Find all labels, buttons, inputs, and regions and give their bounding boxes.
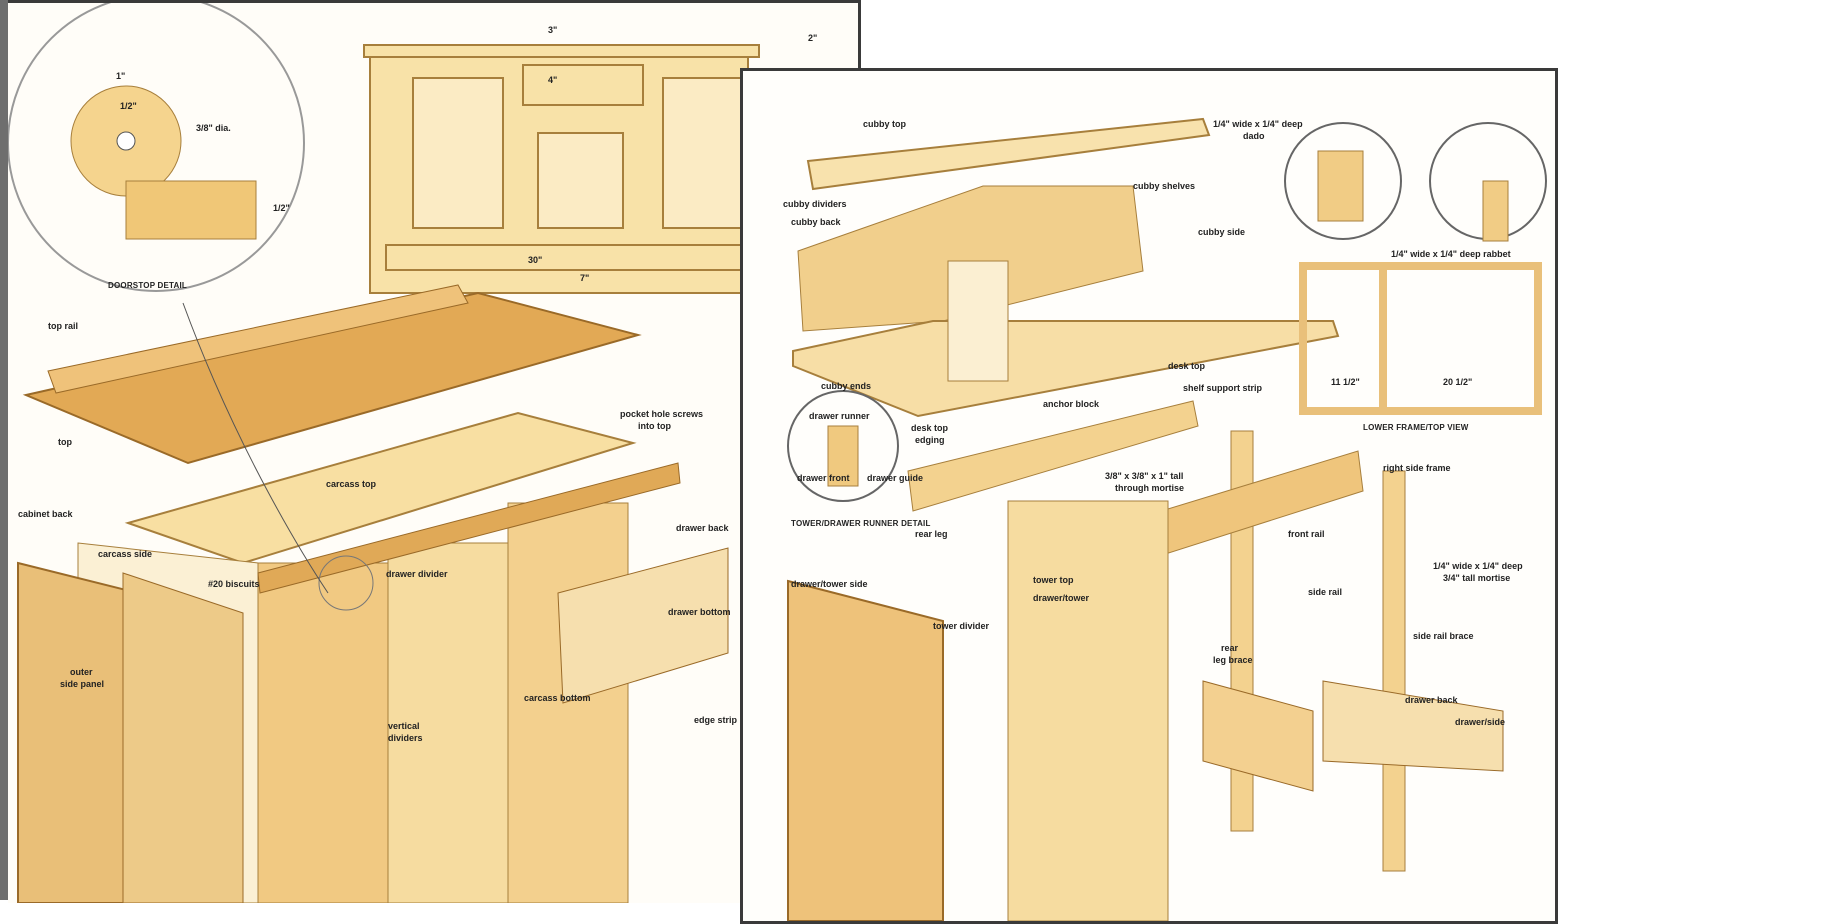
anchor-block <box>907 400 1199 512</box>
label-drawer-back: drawer back <box>676 523 729 533</box>
doorstop-detail <box>8 3 305 292</box>
label-biscuits: #20 biscuits <box>208 579 260 589</box>
outer-side-panel <box>17 561 150 903</box>
label-carcass-bottom: carcass bottom <box>524 693 591 703</box>
label-side-brace: side rail brace <box>1413 631 1474 641</box>
front-leg <box>1382 470 1406 872</box>
cubby-top <box>806 117 1211 191</box>
desk-exploded-drawing <box>787 117 1547 921</box>
left-edge-strip <box>0 0 8 900</box>
label-drawer-guide: drawer guide <box>867 473 924 483</box>
label-cubby-dividers: cubby dividers <box>783 199 847 209</box>
label-cross-leg: tower divider <box>933 621 990 631</box>
doorstop-detail-title: DOORSTOP DETAIL <box>108 281 188 290</box>
drawer-side-panel <box>787 579 944 921</box>
label-dim-1: 11 1/2" <box>1331 377 1360 387</box>
label-drawer-bottom: drawer bottom <box>668 607 731 617</box>
label-dado-1b: dado <box>1243 131 1265 141</box>
label-dim-2: 20 1/2" <box>1443 377 1473 387</box>
label-vertical-dividers-2: dividers <box>388 733 423 743</box>
dim-label: 7" <box>580 273 590 283</box>
label-anchor-block: anchor block <box>1043 399 1100 409</box>
lower-frame-top-view <box>1299 262 1542 415</box>
label-top-rail: top rail <box>48 321 79 331</box>
label-right-side-frame: right side frame <box>1383 463 1451 473</box>
carcass-top <box>124 411 637 565</box>
label-dado-1: 1/4" wide x 1/4" deep <box>1213 119 1303 129</box>
left-plan-sheet: DOORSTOP DETAIL 3" 2" 4" 30" 7" 3/8" dia… <box>8 0 861 903</box>
front-elevation <box>363 44 760 294</box>
label-drawer-divider: drawer divider <box>386 569 448 579</box>
label-drawer-runner: drawer runner <box>809 411 870 421</box>
label-carcass-top: carcass top <box>326 479 377 489</box>
label-dado-2: 1/4" wide x 1/4" deep rabbet <box>1391 249 1511 259</box>
cabinet-exploded-drawing <box>8 3 760 903</box>
label-side-rail: side rail <box>1308 587 1343 597</box>
dim-label: 3" <box>548 25 558 35</box>
label-top: top <box>58 437 72 447</box>
label-desk-top-edging-2: edging <box>915 435 945 445</box>
label-front-rail: front rail <box>1288 529 1325 539</box>
label-desk-top: desk top <box>1168 361 1206 371</box>
label-dado-3: 1/4" wide x 1/4" deep <box>1433 561 1523 571</box>
label-mortise: 3/8" x 3/8" x 1" tall <box>1105 471 1184 481</box>
dim-label: 1/2" <box>273 203 290 213</box>
label-lower-frame: LOWER FRAME/TOP VIEW <box>1363 423 1469 432</box>
drawer <box>557 547 729 704</box>
label-pocket-holes-2: into top <box>638 421 671 431</box>
label-drawer-tower-side: drawer/tower side <box>791 579 868 589</box>
label-runner-detail: TOWER/DRAWER RUNNER DETAIL <box>791 519 931 528</box>
carcass-side <box>122 572 244 903</box>
label-mortise-2: through mortise <box>1115 483 1184 493</box>
label-drawer-back: drawer back <box>1405 695 1458 705</box>
cubby-back <box>797 185 1144 332</box>
label-carcass-side: carcass side <box>98 549 153 559</box>
label-cubby-ends: cubby ends <box>821 381 872 391</box>
label-cubby-top: cubby top <box>863 119 906 129</box>
label-rear-leg: rear leg <box>915 529 948 539</box>
label-rear-leg-brace-2: leg brace <box>1213 655 1253 665</box>
label-cabinet-back: cabinet back <box>18 509 73 519</box>
label-pocket-holes: pocket hole screws <box>620 409 704 419</box>
label-drawer-sides: drawer/side <box>1455 717 1506 727</box>
label-shelf-support: shelf support strip <box>1183 383 1263 393</box>
dim-label: 1" <box>116 71 126 81</box>
label-desk-top-edging: desk top <box>911 423 949 433</box>
desk-top <box>792 320 1340 418</box>
label-cubby-shelves: cubby shelves <box>1133 181 1196 191</box>
dim-label: 4" <box>548 75 558 85</box>
dim-label: 3/8" dia. <box>196 123 231 133</box>
label-tower-top: tower top <box>1033 575 1074 585</box>
tower-side <box>1007 500 1169 921</box>
label-outer-side-panel-2: side panel <box>60 679 105 689</box>
dim-label: 30" <box>528 255 543 265</box>
label-outer-side-panel: outer <box>70 667 93 677</box>
label-cubby-side: cubby side <box>1198 227 1246 237</box>
label-edge-strip: edge strip <box>694 715 738 725</box>
label-rear-leg-brace: rear <box>1221 643 1239 653</box>
label-cubby-back: cubby back <box>791 217 841 227</box>
dim-label: 2" <box>808 33 818 43</box>
label-vertical-dividers: vertical <box>388 721 420 731</box>
label-tower-divider: drawer/tower <box>1033 593 1090 603</box>
label-drawer-front: drawer front <box>797 473 850 483</box>
dim-label: 1/2" <box>120 101 137 111</box>
right-plan-sheet: cubby top 1/4" wide x 1/4" deep dado cub… <box>740 68 1558 924</box>
label-dado-3b: 3/4" tall mortise <box>1443 573 1511 583</box>
top-rail <box>47 284 469 394</box>
drawer-box <box>1322 680 1504 772</box>
